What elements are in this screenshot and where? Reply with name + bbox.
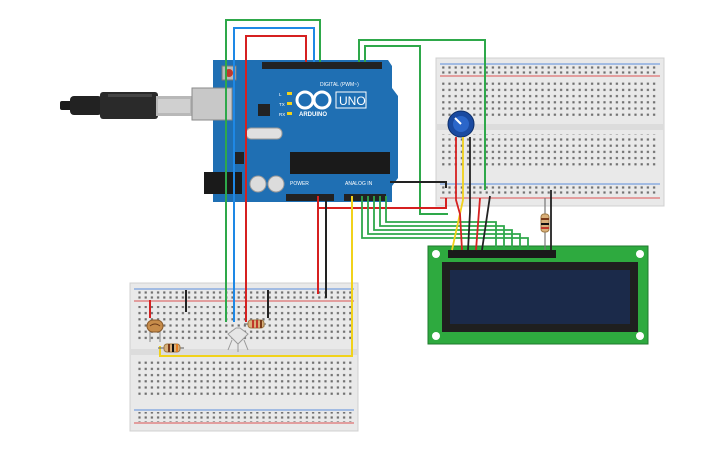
l-label: L <box>279 92 282 97</box>
digital-header[interactable] <box>262 62 382 69</box>
wire-red-5v[interactable] <box>317 196 447 294</box>
rgb-led-icon <box>227 327 249 352</box>
photoresistor-icon <box>146 319 164 342</box>
analog-label: ANALOG IN <box>345 181 373 187</box>
lcd-screen <box>450 270 630 324</box>
arduino-logo-icon <box>295 90 332 110</box>
wire-yellow-a0[interactable] <box>159 196 353 357</box>
resistor-photoresistor <box>158 343 184 353</box>
wire-green-d11[interactable] <box>225 19 321 322</box>
power-header[interactable] <box>286 194 334 201</box>
arduino-uno-board[interactable]: ARDUINO UNO DIGITAL (PWM~) POWER ANALOG … <box>191 60 398 202</box>
resistor-backlight <box>540 198 550 250</box>
tx-label: TX <box>279 102 285 107</box>
digital-label: DIGITAL (PWM~) <box>320 82 359 88</box>
arduino-model-text: UNO <box>339 94 366 108</box>
analog-header[interactable] <box>344 194 386 201</box>
usb-cable-icon <box>60 92 192 119</box>
power-label: POWER <box>290 181 309 187</box>
rx-label: RX <box>279 112 285 117</box>
lcd-16x2-module[interactable] <box>427 245 649 345</box>
wire-green-d7[interactable] <box>358 39 486 190</box>
breadboard-top-right[interactable] <box>435 57 665 207</box>
atmega-chip <box>290 152 390 174</box>
wire-black-gnd[interactable] <box>325 181 447 298</box>
wire-pot-to-lcd[interactable] <box>451 137 491 251</box>
wire-green-d6[interactable] <box>364 45 448 215</box>
potentiometer-icon[interactable] <box>447 110 475 138</box>
arduino-logo-text: ARDUINO <box>299 112 327 118</box>
wire-bundle-lcd[interactable] <box>361 196 529 250</box>
wire-red-d9[interactable] <box>245 35 307 322</box>
power-jack <box>204 172 242 194</box>
resistor-led <box>244 319 266 329</box>
wire-blue-d10[interactable] <box>233 27 315 322</box>
